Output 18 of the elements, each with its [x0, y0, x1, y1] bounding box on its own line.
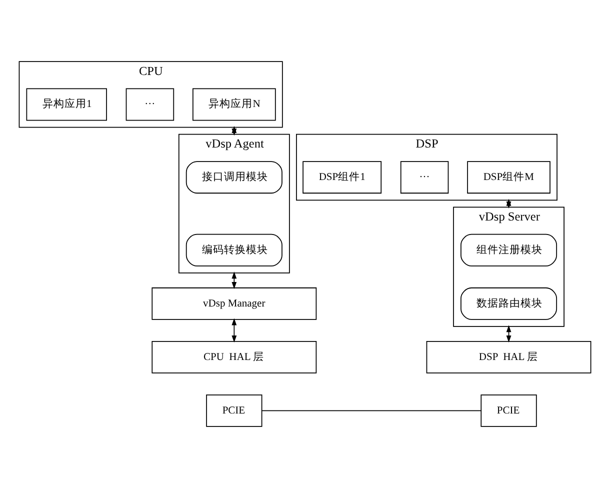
- node-box: PCIE: [480, 394, 537, 426]
- node-box: DSP组件1: [302, 160, 382, 194]
- node-box: 编码转换模块: [186, 233, 282, 266]
- node-box: DSP HAL 层: [426, 340, 592, 373]
- node-box: 异构应用1: [26, 88, 107, 120]
- node-box: 数据路由模块: [460, 286, 558, 320]
- connector: [262, 410, 482, 411]
- node-box: 异构应用N: [192, 88, 276, 120]
- node-box: vDsp Manager: [152, 286, 317, 320]
- node-box: ···: [126, 88, 174, 120]
- arrow: [232, 318, 237, 342]
- node-box: ···: [400, 160, 449, 194]
- node-box: 接口调用模块: [186, 160, 282, 194]
- node-box: 组件注册模块: [460, 233, 558, 266]
- arrow: [232, 271, 237, 288]
- node-box: CPU HAL 层: [152, 340, 317, 373]
- node-box: DSP组件M: [467, 160, 550, 194]
- node-box: PCIE: [206, 394, 262, 426]
